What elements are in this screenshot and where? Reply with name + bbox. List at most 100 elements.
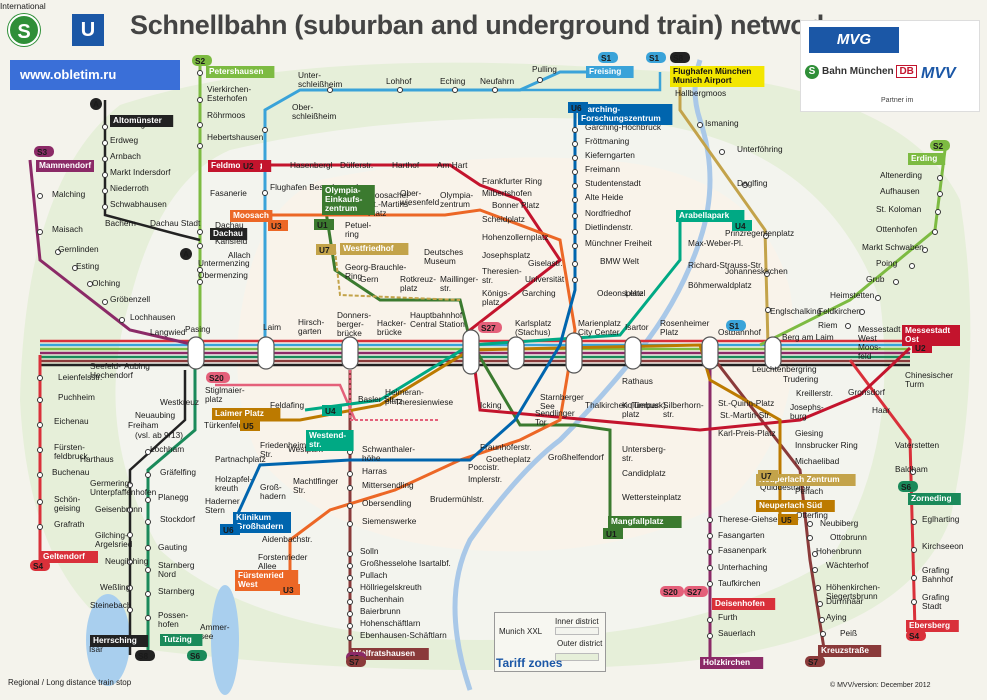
station-label[interactable]: Dürrnhaar [826, 596, 864, 606]
line-badge-a[interactable]: A [180, 248, 192, 260]
line-u5[interactable] [240, 343, 782, 520]
line-badge-s20[interactable]: S20 [660, 586, 684, 597]
station-label[interactable]: Furth [718, 612, 738, 622]
line-s2-east[interactable] [759, 149, 947, 347]
station-label[interactable]: Fasangarten [718, 530, 765, 540]
line-badge-s3[interactable]: S3 [34, 146, 54, 157]
station-label[interactable]: Wettersteinplatz [622, 492, 681, 502]
station-label[interactable]: Fröttmaning [585, 136, 630, 146]
station-label[interactable]: Trudering [783, 374, 819, 384]
station-label[interactable]: Heimeran-platz [385, 387, 424, 406]
station-label[interactable]: Olympia-zentrum [440, 190, 473, 209]
station-label[interactable]: Brudermühlstr. [430, 494, 484, 504]
terminus-label[interactable]: Deisenhofen [712, 598, 776, 610]
terminus-label[interactable]: Holzkirchen [700, 657, 764, 669]
station-label[interactable]: Dülferstr. [340, 160, 373, 170]
station-label[interactable]: Hohenbrunn [816, 546, 862, 556]
station-label[interactable]: Studentenstadt [585, 178, 642, 188]
station-label[interactable]: Peiß [840, 628, 857, 638]
line-u3[interactable] [265, 208, 577, 580]
station-label[interactable]: Obersendling [362, 498, 412, 508]
line-s1-airport[interactable] [520, 72, 662, 92]
line-badge-u4[interactable]: U4 [732, 220, 752, 231]
station-label[interactable]: Puchheim [58, 392, 95, 402]
station-label[interactable]: Münchner Freiheit [585, 238, 653, 248]
station-label[interactable]: Obermenzing [198, 270, 248, 280]
station-label[interactable]: Starnberg [158, 586, 195, 596]
station-label[interactable]: Neubiberg [820, 518, 859, 528]
station-label[interactable]: Donners-berger-brücke [337, 310, 371, 338]
station-label[interactable]: Aying [826, 612, 847, 622]
station-label[interactable]: Eglharting [922, 514, 960, 524]
station-label[interactable]: Markt Schwaben [862, 242, 924, 252]
station-label[interactable]: Hasenbergl [290, 160, 333, 170]
station-label[interactable]: Daglfing [737, 178, 768, 188]
station-label[interactable]: Hebertshausen [207, 132, 264, 142]
station-label[interactable]: Planegg [158, 492, 189, 502]
station-label[interactable]: Unter-schleißheim [298, 70, 342, 89]
line-badge-s4[interactable]: S4 [30, 560, 50, 571]
station-label[interactable]: Goetheplatz [486, 454, 531, 464]
line-badge-u5[interactable]: U5 [778, 514, 798, 525]
station-label[interactable]: Poing [876, 258, 898, 268]
station-label[interactable]: Alte Heide [585, 192, 624, 202]
line-badge-s7[interactable]: S7 [805, 656, 825, 667]
terminus-label[interactable]: Dachau [210, 228, 248, 240]
station-label[interactable]: Gernlinden [58, 244, 99, 254]
station-label[interactable]: Gronsdorf [848, 387, 886, 397]
station-label[interactable]: Prinzregentenplatz [725, 228, 794, 238]
station-label[interactable]: Gauting [158, 542, 187, 552]
station-label[interactable]: Ammer-see [200, 622, 230, 641]
station-label[interactable]: Pullach [360, 570, 388, 580]
station-label[interactable]: Poccistr. [468, 462, 499, 472]
station-label[interactable]: Quiddestraße [760, 482, 811, 492]
station-label[interactable]: Karl-Preis-Platz [718, 428, 776, 438]
station-label[interactable]: Sauerlach [718, 628, 756, 638]
station-label[interactable]: Garching [522, 288, 556, 298]
station-label[interactable]: Untermenzing [198, 258, 250, 268]
station-label[interactable]: Fraunhoferstr. [480, 442, 532, 452]
line-badge-s6[interactable]: S6 [898, 481, 918, 492]
station-label[interactable]: Fürsten-feldbruck [54, 442, 89, 461]
station-label[interactable]: Milbertshofen [482, 188, 532, 198]
terminus-label[interactable]: Westfriedhof [340, 243, 409, 255]
station-label[interactable]: Possen-hofen [158, 610, 189, 629]
station-label[interactable]: Flughafen Besucherpark [270, 182, 361, 192]
station-label[interactable]: Solln [360, 546, 379, 556]
station-label[interactable]: Germering-Unterpfaffenhofen [90, 478, 157, 497]
terminus-label[interactable]: Mammendorf [36, 160, 94, 172]
station-label[interactable]: Königs-platz [482, 288, 510, 307]
line-u6[interactable] [233, 110, 577, 521]
station-label[interactable]: Vierkirchen-Esterhofen [207, 84, 251, 103]
station-label[interactable]: Schwanthaler-höhe [362, 444, 415, 463]
station-label[interactable]: Fasanenpark [718, 545, 767, 555]
station-label[interactable]: Altenerding [880, 170, 922, 180]
station-label[interactable]: Max-Weber-Pl. [688, 238, 743, 248]
station-label[interactable]: Bachern [105, 218, 136, 228]
line-s1[interactable] [263, 70, 600, 345]
terminus-label[interactable]: Kreuzstraße [818, 645, 882, 657]
station-label[interactable]: Leienfelsstr. [58, 372, 102, 382]
station-label[interactable]: Höllriegelskreuth [360, 582, 422, 592]
station-label[interactable]: Leuchtenbergring [752, 364, 817, 374]
station-label[interactable]: Giselastr. [528, 258, 563, 268]
station-label[interactable]: Allach [228, 250, 251, 260]
station-label[interactable]: Erdweg [110, 135, 139, 145]
station-label[interactable]: Türkenfeld [204, 420, 244, 430]
terminus-label[interactable]: Zorneding [908, 493, 961, 505]
station-label[interactable]: St. Koloman [876, 204, 922, 214]
station-label[interactable]: Basler Str. [358, 394, 396, 404]
station-label[interactable]: Groß-hadern [260, 482, 286, 501]
station-label[interactable]: Untersberg-str. [622, 444, 666, 463]
line-badge-u7[interactable]: U7 [758, 470, 778, 481]
station-label[interactable]: Taufkirchen [718, 578, 761, 588]
terminus-label[interactable]: Herrsching [90, 635, 148, 647]
